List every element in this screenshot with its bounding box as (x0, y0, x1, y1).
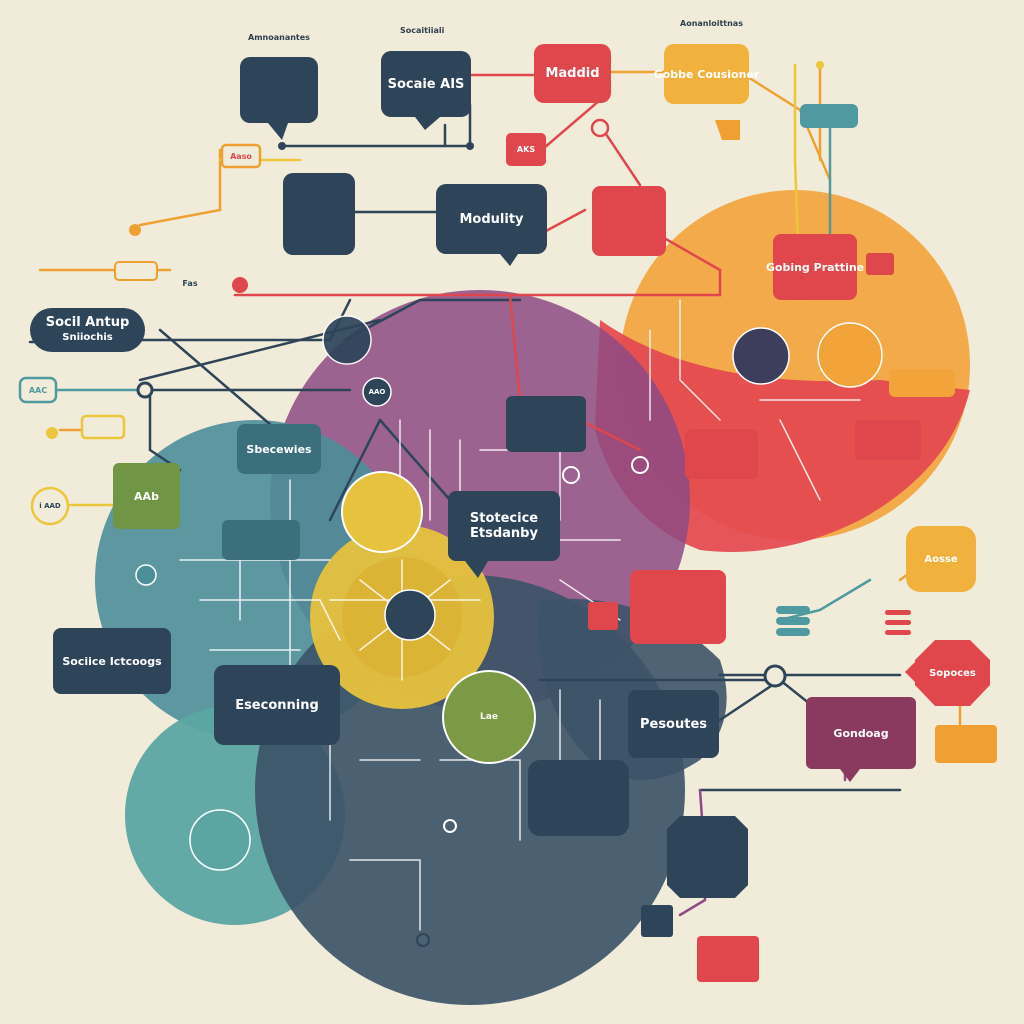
box-notes-left (283, 173, 355, 255)
junction-dots (46, 61, 824, 947)
circle-navy-orange (732, 327, 790, 385)
circle-center-navy (384, 589, 436, 641)
circle-lae (442, 670, 536, 764)
label-top-right: Aonanloittnas (680, 19, 743, 28)
circle-orange-inner (817, 322, 883, 388)
box-resources (628, 690, 719, 758)
box-red-mid (685, 429, 758, 479)
cylinder-stack-icon (776, 606, 911, 636)
box-gondog (806, 697, 916, 769)
box-social-antup (30, 308, 145, 352)
box-navy-small-bottom (641, 905, 673, 937)
box-aac (18, 376, 58, 404)
box-red-bottom (697, 936, 759, 982)
box-strategies (237, 424, 321, 474)
box-small-red-right (866, 253, 894, 275)
box-social-ai (381, 51, 471, 117)
box-yellow-tag (80, 414, 126, 440)
box-small-red-square (588, 602, 618, 630)
circle-top-purple (322, 315, 372, 365)
box-ab-green (113, 463, 180, 529)
label-top-center: Socaitiiali (400, 26, 445, 35)
box-modulity (436, 184, 547, 254)
box-orange-small-right (935, 725, 997, 763)
box-small-orange-tag (220, 143, 262, 169)
octagons (667, 640, 990, 898)
box-red-right (855, 420, 921, 460)
box-small-red-top (506, 133, 546, 166)
box-orange-pill (906, 526, 976, 592)
circle-ao (362, 377, 392, 407)
box-small-teal (800, 104, 858, 128)
box-navy-mid (506, 396, 586, 452)
box-maddid (534, 44, 611, 103)
octagon-spoces (915, 640, 990, 706)
circle-tag-lao (30, 486, 70, 526)
box-statistics (448, 491, 560, 561)
box-red-lower (630, 570, 726, 644)
box-gsm (773, 234, 857, 300)
box-science (53, 628, 171, 694)
circle-teal-lower (189, 809, 251, 871)
box-orange-right (889, 369, 955, 397)
box-navy-lower (528, 760, 629, 836)
box-economy (214, 665, 340, 745)
box-red-notes (592, 186, 666, 256)
circle-nodes (30, 315, 883, 871)
octagon-navy (667, 816, 748, 898)
box-notes-top-left (240, 57, 318, 123)
diamond-tag-icon (715, 120, 740, 140)
label-top-left: Amnoanantes (248, 33, 310, 42)
circle-yellow-top (341, 471, 423, 553)
box-notes-teal-left (222, 520, 300, 560)
box-small-orange-left (114, 261, 158, 281)
box-gobbe (664, 44, 749, 104)
boxes (18, 44, 997, 982)
